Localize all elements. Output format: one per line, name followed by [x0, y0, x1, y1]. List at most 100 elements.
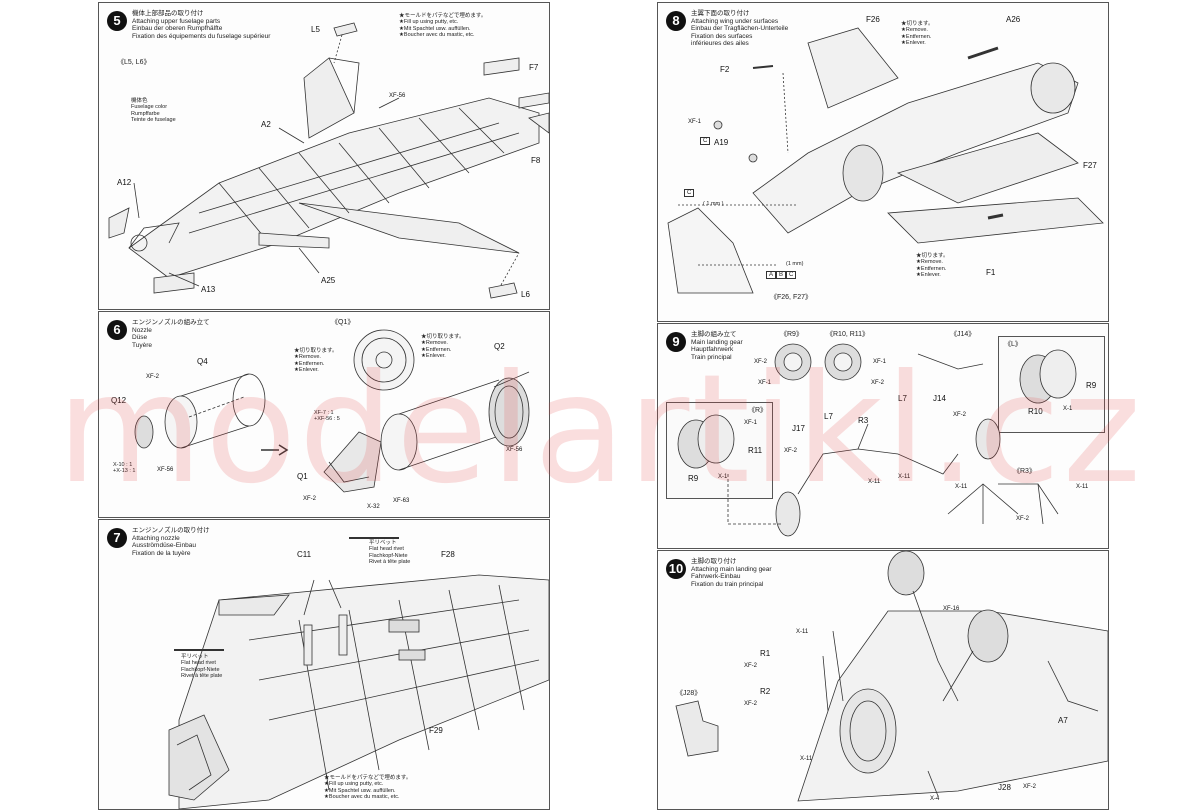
paint-label: XF-1 [744, 420, 758, 426]
remove-note-en: ★Remove. [901, 27, 928, 34]
part-label: L7 [898, 394, 907, 403]
paint-label: XF-2 [1016, 516, 1030, 522]
step-7-number: 7 [107, 528, 127, 548]
paint-label: X-32 [367, 504, 380, 510]
step-8-remove-note-top: ★切ります。 ★Remove. ★Entfernen. ★Enlever. [901, 21, 933, 46]
step-7-title-de: Ausströmdüse-Einbau [132, 542, 196, 550]
remove-note-jp: ★切ります。 [916, 253, 949, 259]
step-9-panel: 9 主脚の組み立て Main landing gear Hauptfahrwer… [657, 323, 1109, 549]
remove-note-fr: ★Enlever. [294, 366, 319, 373]
remove-note-fr: ★Enlever. [916, 271, 941, 278]
part-label: R11 [748, 446, 763, 455]
rivet-note-jp: 平リベット [369, 540, 397, 546]
step-10-panel: 10 主脚の取り付け Attaching main landing gear F… [657, 550, 1109, 810]
part-label: F28 [441, 550, 455, 559]
remove-note-jp: ★切ります。 [901, 21, 934, 27]
part-label: L5 [311, 25, 320, 34]
part-label: A12 [117, 178, 132, 187]
color-note-fr: Teinte de fuselage [131, 116, 176, 123]
callout-l: 《L》 [1004, 341, 1022, 348]
step-6-remove-note-left: ★切り取ります。 ★Remove. ★Entfernen. ★Enlever. [294, 348, 337, 373]
part-label: A13 [201, 285, 216, 294]
part-label: J14 [933, 394, 946, 403]
step-6-callout: 《Q1》 [331, 319, 355, 326]
rivet-note-jp: 平リベット [181, 654, 209, 660]
paint-label: XF-2 [146, 374, 160, 380]
step-5-fuselage-illustration [108, 22, 549, 299]
sprue-box: C [786, 271, 797, 279]
step-9-title-de: Hauptfahrwerk [691, 346, 734, 354]
callout-j14: 《J14》 [950, 331, 976, 338]
step-8-title-fr-2: inférieures des ailes [691, 40, 749, 48]
part-label: F26 [866, 15, 880, 24]
step-10-titles: 主脚の取り付け Attaching main landing gear Fahr… [691, 558, 772, 588]
scale-note: (1 mm) [786, 261, 804, 267]
step-7-rear-fuselage-illustration [168, 537, 549, 809]
remove-note-de: ★Entfernen. [294, 360, 325, 367]
step-7-panel: 7 エンジンノズルの取り付け Attaching nozzle Ausström… [98, 519, 550, 810]
part-label: F8 [531, 156, 541, 165]
part-label: R9 [1086, 381, 1097, 390]
paint-label: XF-16 [943, 606, 960, 612]
remove-note-fr: ★Enlever. [421, 352, 446, 359]
step-6-title-fr: Tuyère [132, 341, 152, 349]
step-10-title-jp: 主脚の取り付け [691, 558, 737, 565]
part-label: F29 [429, 726, 443, 735]
step-7-titles: エンジンノズルの取り付け Attaching nozzle Ausströmdü… [132, 527, 210, 557]
paint-label: XF-1 [758, 380, 772, 386]
step-8-remove-note-bottom: ★切ります。 ★Remove. ★Entfernen. ★Enlever. [916, 253, 948, 278]
remove-note-de: ★Entfernen. [916, 265, 947, 272]
part-label: R10 [1028, 407, 1043, 416]
step-10-title-en: Attaching main landing gear [691, 565, 772, 573]
paint-label: XF-2 [754, 359, 768, 365]
paint-label: XF-2 [1023, 784, 1037, 790]
mix-line: X-10 : 1 [113, 462, 133, 468]
callout-r: 《R》 [748, 407, 768, 414]
part-label: R3 [858, 416, 869, 425]
part-label: Q4 [197, 357, 208, 366]
part-label: L7 [824, 412, 833, 421]
mix-line: XF-7 : 1 [314, 410, 334, 416]
step-7-rivet-note-left: 平リベット Flat head rivet Flachkopf-Niete Ri… [181, 654, 222, 679]
paint-label: X-4 [930, 796, 940, 802]
step-6-mix-note: XF-7 : 1 +XF-56 : 5 [314, 410, 340, 423]
color-note-de: Rumpffarbe [131, 110, 160, 117]
part-label: A7 [1058, 716, 1068, 725]
step-10-title-fr: Fixation du train principal [691, 580, 764, 588]
part-label: J28 [998, 783, 1011, 792]
part-label: L6 [521, 290, 530, 299]
step-6-titles: エンジンノズルの組み立て Nozzle Düse Tuyère [132, 319, 210, 349]
paint-label: X-11 [796, 629, 809, 635]
rivet-note-de: Flachkopf-Niete [369, 552, 408, 559]
rivet-note-en: Flat head rivet [181, 660, 216, 667]
step-10-number: 10 [666, 559, 686, 579]
remove-note-jp: ★切り取ります。 [294, 348, 338, 354]
paint-label: X-11 [868, 479, 881, 485]
step-8-title-jp: 主翼下面の取り付け [691, 10, 750, 17]
putty-note-jp: ★モールドをパテなどで埋めます。 [324, 775, 412, 781]
paint-label: XF-1 [873, 359, 887, 365]
rivet-note-fr: Rivet à tête plate [369, 558, 411, 565]
step-7-rivet-note-top: 平リベット Flat head rivet Flachkopf-Niete Ri… [369, 540, 410, 565]
paint-label: XF-2 [744, 701, 758, 707]
paint-label: X-11 [1076, 484, 1089, 490]
part-label: R2 [760, 687, 771, 696]
putty-note-fr: ★Boucher avec du mastic, etc. [399, 31, 475, 38]
putty-note-en: ★Fill up using putty, etc. [399, 19, 459, 26]
step-10-callout: 《J28》 [676, 690, 702, 697]
step-8-titles: 主翼下面の取り付け Attaching wing under surfaces … [691, 10, 788, 48]
step-7-title-fr: Fixation de la tuyère [132, 549, 191, 557]
step-6-title-en: Nozzle [132, 326, 152, 334]
step-6-panel: 6 エンジンノズルの組み立て Nozzle Düse Tuyère [98, 311, 550, 518]
part-label: A2 [261, 120, 271, 129]
part-label: R9 [688, 474, 699, 483]
paint-label: XF-2 [871, 380, 885, 386]
putty-note-jp: ★モールドをパテなどで埋めます。 [399, 13, 487, 19]
rivet-note-en: Flat head rivet [369, 546, 404, 553]
step-9-title-fr: Train principal [691, 353, 732, 361]
remove-note-en: ★Remove. [916, 259, 943, 266]
paint-label: XF-63 [393, 498, 410, 504]
part-label: A19 [714, 138, 729, 147]
scale-note: ( 1 mm ) [703, 201, 724, 207]
part-label: F7 [529, 63, 539, 72]
